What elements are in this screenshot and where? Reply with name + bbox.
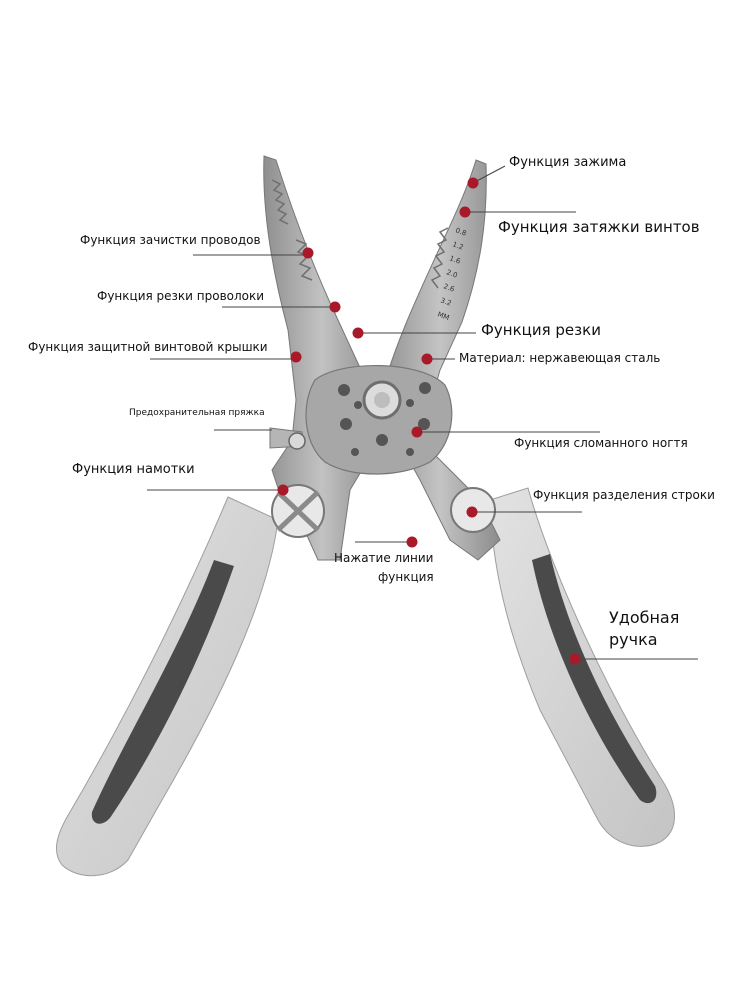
label-handle-line-1: Удобная: [609, 608, 680, 627]
leader-lines: [147, 165, 698, 660]
left-handle: [55, 496, 279, 877]
marker-wire-cut: [329, 301, 341, 313]
label-wire-cut: Функция резки проволоки: [97, 289, 265, 303]
marker-cutting: [352, 327, 364, 339]
label-material: Материал: нержавеющая сталь: [459, 351, 661, 365]
label-handle-line-2: ручка: [609, 630, 658, 649]
marker-material: [421, 353, 433, 365]
label-safety-buckle: Предохранительная пряжка: [129, 408, 265, 418]
marker-broken-nail: [411, 426, 423, 438]
label-wire-strip: Функция зачистки проводов: [80, 233, 261, 247]
label-screw-cover: Функция защитной винтовой крышки: [28, 340, 268, 354]
scale-mark: 1.6: [448, 254, 462, 266]
wire-gauge-scale: 0.8 1.2 1.6 2.0 2.6 3.2 MM: [436, 226, 467, 322]
marker-handle: [569, 653, 581, 665]
label-clamp: Функция зажима: [509, 155, 627, 170]
scale-mark: MM: [436, 310, 450, 322]
marker-screw-tighten: [459, 206, 471, 218]
marker-screw-cover: [290, 351, 302, 363]
label-broken-nail: Функция сломанного ногтя: [514, 436, 688, 450]
label-cutting: Функция резки: [481, 321, 601, 339]
left-jaw: [263, 155, 381, 561]
label-winding: Функция намотки: [72, 462, 195, 477]
marker-wire-strip: [302, 247, 314, 259]
label-crimp-line-1: Нажатие линии: [334, 551, 434, 565]
scale-mark: 2.6: [442, 282, 456, 294]
marker-line-split: [466, 506, 478, 518]
label-crimp-line-2: функция: [378, 570, 434, 584]
right-handle: [489, 487, 675, 847]
safety-buckle: [269, 427, 306, 450]
marker-winding: [277, 484, 289, 496]
pivot-plate: [305, 364, 453, 475]
label-screw-tighten: Функция затяжки винтов: [498, 218, 700, 236]
scale-mark: 0.8: [454, 226, 467, 237]
scale-mark: 1.2: [451, 240, 464, 251]
label-line-split: Функция разделения строки: [533, 488, 715, 502]
marker-clamp: [467, 177, 479, 189]
scale-mark: 3.2: [439, 296, 452, 307]
scale-mark: 2.0: [445, 268, 458, 279]
marker-crimp: [406, 536, 418, 548]
marker-dots: [277, 177, 581, 665]
